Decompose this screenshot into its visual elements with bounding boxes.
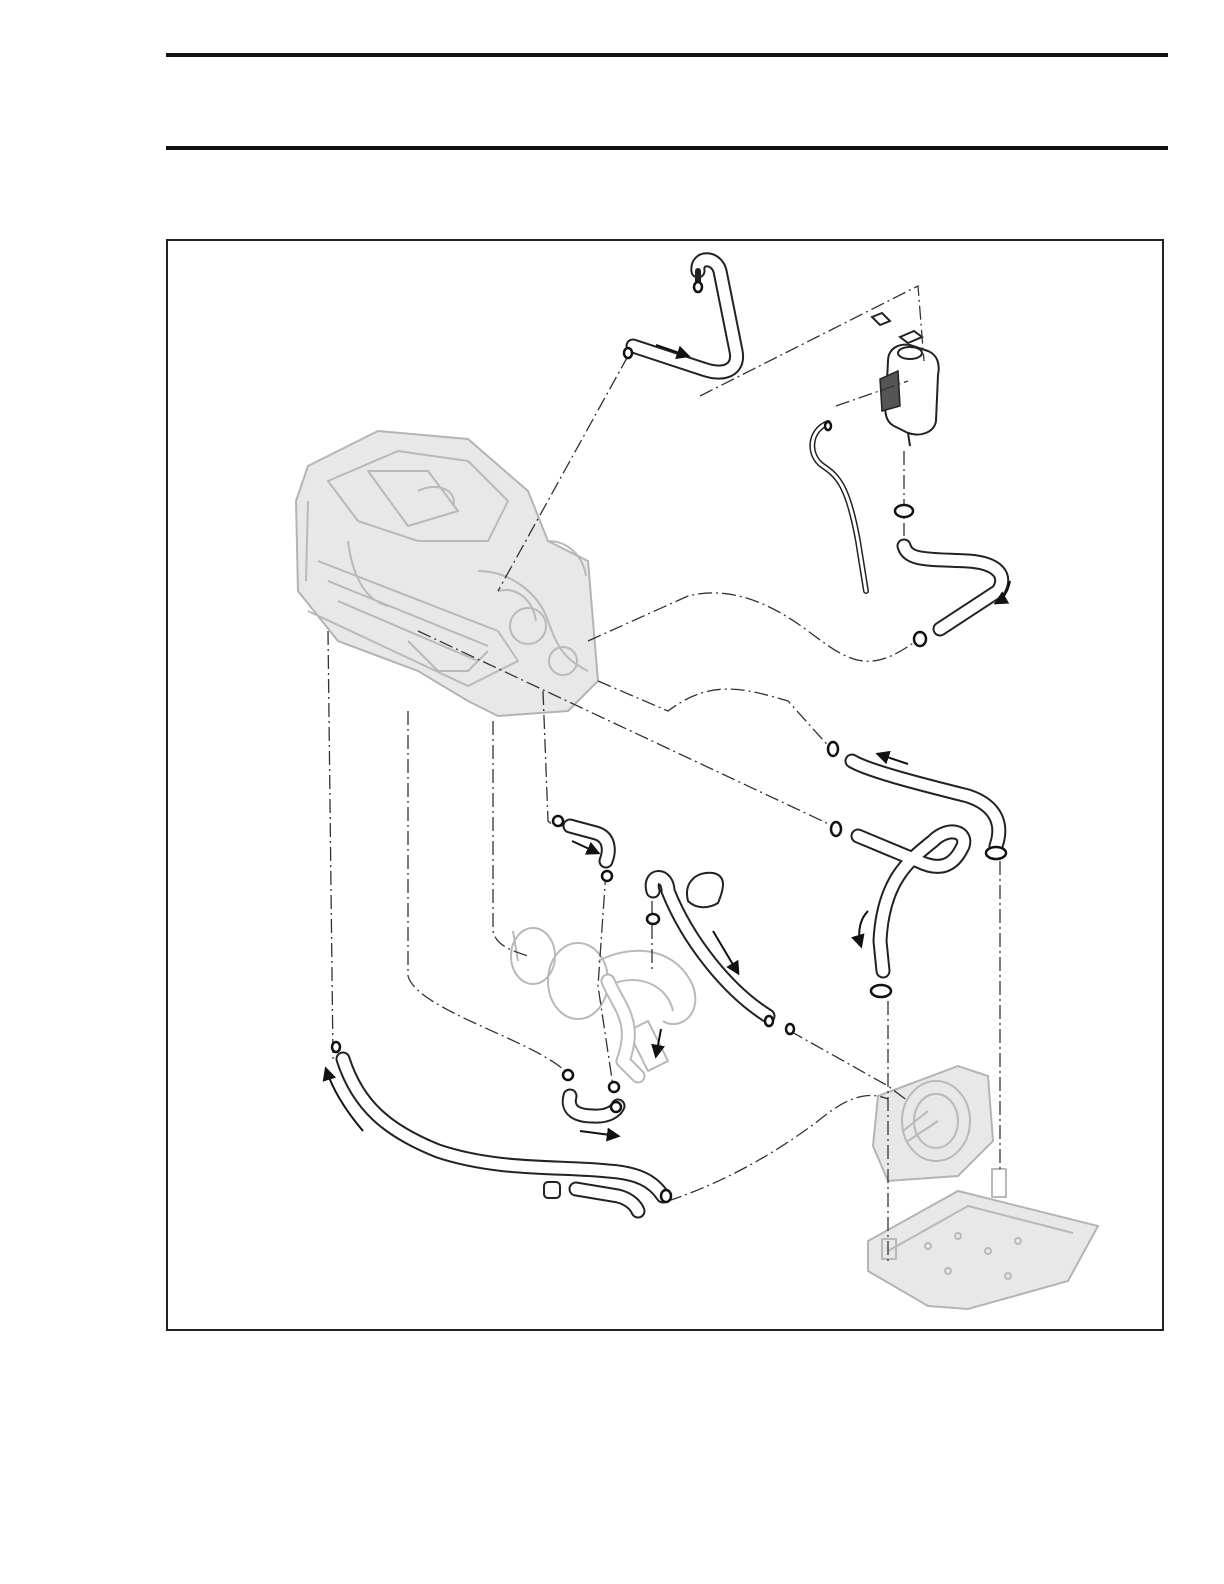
cooling-diagram — [168, 241, 1162, 1329]
coolant-reservoir — [872, 313, 939, 446]
engine-ghost — [296, 431, 598, 716]
diagram-frame — [166, 239, 1164, 1331]
hose-loose-segment — [544, 1182, 638, 1211]
intercooler-ghost — [511, 928, 695, 1071]
hose-lower-long — [343, 1059, 663, 1196]
header-rule-bottom — [166, 146, 1168, 150]
ride-plate-ghost — [868, 1169, 1098, 1309]
overflow-tube — [812, 423, 866, 591]
gasket — [687, 873, 723, 908]
hose-center-long — [652, 878, 768, 1017]
pump-support-ghost — [873, 1066, 993, 1181]
hose-right-upper — [852, 761, 999, 846]
hose-right-lower — [858, 832, 964, 971]
hose-exhaust-outlet — [608, 981, 638, 1076]
header-rule-top — [166, 53, 1168, 57]
hose-reservoir-outlet — [904, 546, 1002, 629]
